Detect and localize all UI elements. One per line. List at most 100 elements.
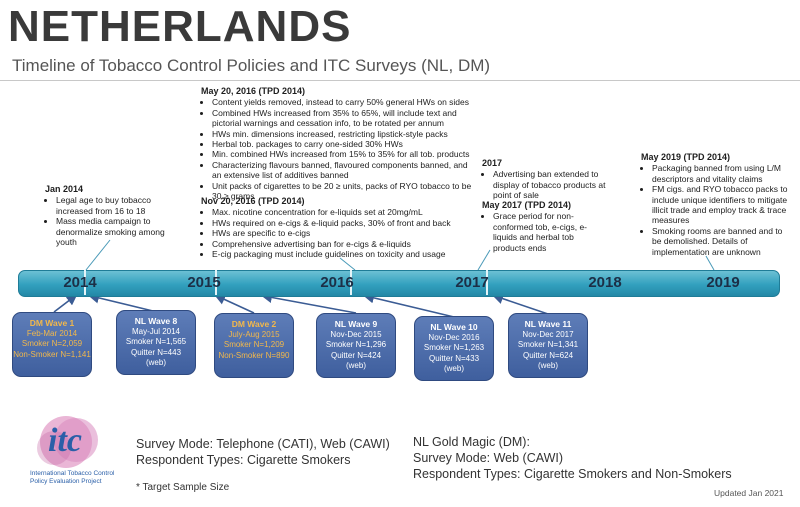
policy-jan-2014: Jan 2014 Legal age to buy tobacco increa… <box>45 184 167 247</box>
policy-item: Herbal tob. packages to carry one-sided … <box>212 139 476 149</box>
wave-detail: Quitter N=424 <box>330 350 382 360</box>
policy-item: Content yields removed, instead to carry… <box>212 97 476 107</box>
wave-name: DM Wave 2 <box>231 319 277 329</box>
policy-item: Min. combined HWs increased from 15% to … <box>212 149 476 159</box>
policy-item: FM cigs. and RYO tobacco packs to includ… <box>652 184 791 226</box>
wave-connector <box>362 292 455 318</box>
wave-box-nl-8: NL Wave 8 May-Jul 2014 Smoker N=1,565 Qu… <box>116 310 196 375</box>
wave-detail: Nov-Dec 2017 <box>522 329 574 339</box>
policy-heading: May 20, 2016 (TPD 2014) <box>201 86 306 96</box>
wave-connector <box>53 294 78 313</box>
wave-detail: May-Jul 2014 <box>131 326 181 336</box>
wave-detail: Non-Smoker N=1,141 <box>13 349 91 359</box>
policy-item: HWs min. dimensions increased, restricti… <box>212 129 476 139</box>
policy-item: Legal age to buy tobacco increased from … <box>56 195 167 216</box>
policy-item: HWs are specific to e-cigs <box>212 228 476 238</box>
gold-magic-label: NL Gold Magic (DM): <box>413 435 530 449</box>
policy-item: Advertising ban extended to display of t… <box>493 169 612 200</box>
timeline-marker <box>486 270 488 295</box>
policy-connector <box>477 249 491 271</box>
policy-heading: Jan 2014 <box>45 184 84 194</box>
year-label: 2014 <box>63 274 97 291</box>
policy-heading: Nov 20, 2016 (TPD 2014) <box>201 196 305 206</box>
policy-connector <box>339 257 356 271</box>
itc-logo-text: itc <box>48 422 82 459</box>
itc-logo: itc International Tobacco Control Policy… <box>22 410 137 505</box>
policy-item: Grace period for non-conformed tob, e-ci… <box>493 211 600 253</box>
wave-box-dm-2: DM Wave 2 July-Aug 2015 Smoker N=1,209 N… <box>214 313 294 378</box>
itc-logo-mark <box>37 416 98 468</box>
policy-may-2016: May 20, 2016 (TPD 2014) Content yields r… <box>201 86 476 201</box>
policy-item: HWs required on e-cigs & e-liquid packs,… <box>212 218 476 228</box>
sample-note: * Target Sample Size <box>136 482 230 493</box>
wave-detail: Nov-Dec 2015 <box>330 329 382 339</box>
policy-heading: 2017 <box>482 158 503 168</box>
wave-detail: Smoker N=1,263 <box>423 343 485 352</box>
wave-detail: (web) <box>537 361 558 370</box>
wave-name: NL Wave 9 <box>334 319 378 329</box>
title-divider <box>0 80 800 81</box>
policy-item: Max. nicotine concentration for e-liquid… <box>212 207 476 217</box>
policy-heading: May 2017 (TPD 2014) <box>482 200 572 210</box>
wave-detail: Feb-Mar 2014 <box>26 328 78 338</box>
wave-name: NL Wave 8 <box>134 316 178 326</box>
wave-detail: (web) <box>345 361 366 370</box>
updated-label: Updated Jan 2021 <box>714 488 784 498</box>
policy-item: Packaging banned from using L/M descript… <box>652 163 791 184</box>
wave-detail: Nov-Dec 2016 <box>428 332 480 342</box>
policy-item: Characterizing flavours banned, flavoure… <box>212 160 476 181</box>
wave-box-nl-10: NL Wave 10 Nov-Dec 2016 Smoker N=1,263 Q… <box>414 316 494 381</box>
page-subtitle: Timeline of Tobacco Control Policies and… <box>12 56 491 75</box>
wave-connector <box>214 294 255 314</box>
wave-detail: July-Aug 2015 <box>228 329 280 339</box>
wave-detail: Smoker N=1,296 <box>325 340 387 349</box>
year-label: 2016 <box>320 274 354 291</box>
policy-item: Combined HWs increased from 35% to 65%, … <box>212 108 476 129</box>
itc-logo-caption: International Tobacco Control Policy Eva… <box>30 470 145 486</box>
wave-box-nl-9: NL Wave 9 Nov-Dec 2015 Smoker N=1,296 Qu… <box>316 313 396 378</box>
respondent-types: Respondent Types: Cigarette Smokers <box>136 453 351 467</box>
survey-info-nl: Survey Mode: Telephone (CATI), Web (CAWI… <box>136 436 390 468</box>
wave-detail: Smoker N=1,341 <box>517 340 579 349</box>
policy-connector <box>85 239 111 271</box>
wave-detail: Smoker N=1,209 <box>223 340 285 349</box>
policy-2017: 2017 Advertising ban extended to display… <box>482 158 612 201</box>
wave-detail: Quitter N=433 <box>428 353 480 363</box>
wave-detail: Quitter N=443 <box>130 347 182 357</box>
policy-may-2019: May 2019 (TPD 2014) Packaging banned fro… <box>641 152 791 257</box>
year-label: 2017 <box>455 274 489 291</box>
itc-logo-caption-line: Policy Evaluation Project <box>30 478 102 485</box>
timeline-marker <box>215 270 217 295</box>
policy-connector <box>705 255 715 271</box>
wave-detail: (web) <box>443 364 464 373</box>
policy-nov-2016: Nov 20, 2016 (TPD 2014) Max. nicotine co… <box>201 196 476 259</box>
policy-item: E-cig packaging must include guidelines … <box>212 249 476 259</box>
wave-box-dm-1: DM Wave 1 Feb-Mar 2014 Smoker N=2,059 No… <box>12 312 92 377</box>
year-label: 2015 <box>187 274 221 291</box>
wave-detail: Quitter N=624 <box>522 350 574 360</box>
year-label: 2018 <box>588 274 622 291</box>
wave-detail: Smoker N=1,565 <box>125 337 187 346</box>
wave-connector <box>87 292 158 313</box>
survey-info-dm: NL Gold Magic (DM): Survey Mode: Web (CA… <box>413 434 732 482</box>
timeline-marker <box>350 270 352 295</box>
wave-detail: Non-Smoker N=890 <box>218 350 290 360</box>
wave-name: NL Wave 10 <box>430 322 478 332</box>
policy-item: Smoking rooms are banned and to be demol… <box>652 226 791 257</box>
wave-name: NL Wave 11 <box>524 319 572 329</box>
policy-item: Comprehensive advertising ban for e-cigs… <box>212 239 476 249</box>
policy-heading: May 2019 (TPD 2014) <box>641 152 731 162</box>
wave-name: DM Wave 1 <box>29 318 75 328</box>
gold-respondent-types: Respondent Types: Cigarette Smokers and … <box>413 467 732 481</box>
wave-detail: Smoker N=2,059 <box>21 339 83 348</box>
wave-box-nl-11: NL Wave 11 Nov-Dec 2017 Smoker N=1,341 Q… <box>508 313 588 378</box>
timeline-marker <box>84 270 86 295</box>
wave-detail: (web) <box>145 358 166 367</box>
wave-connector <box>491 293 549 315</box>
policy-may-2017: May 2017 (TPD 2014) Grace period for non… <box>482 200 600 253</box>
wave-connector <box>260 291 357 314</box>
survey-mode: Survey Mode: Telephone (CATI), Web (CAWI… <box>136 437 390 451</box>
timeline-bar <box>18 270 780 297</box>
year-label: 2019 <box>706 274 740 291</box>
